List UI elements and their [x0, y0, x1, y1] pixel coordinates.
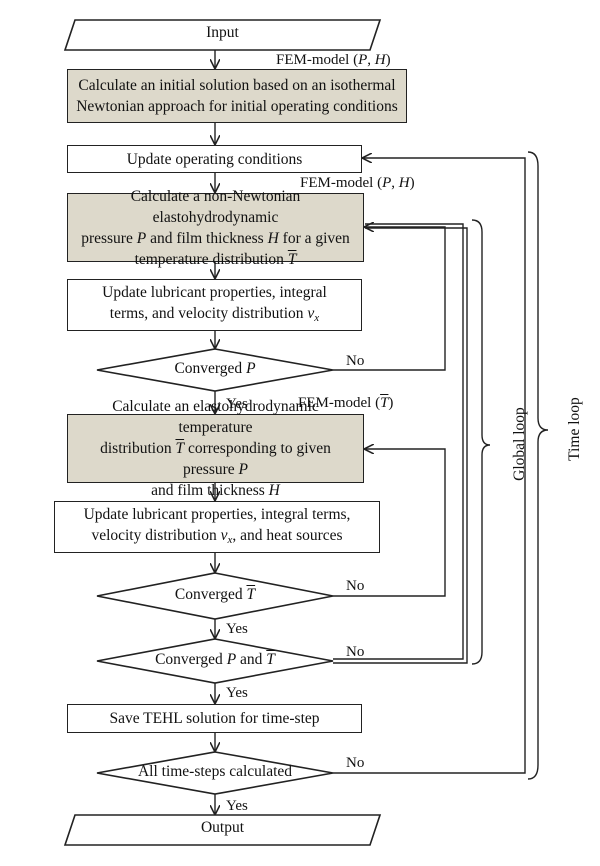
no-label-all-timesteps: No	[346, 755, 365, 771]
fem-model-ph-annotation-2: FEM-model (P, H)	[300, 175, 415, 191]
output-parallelogram	[63, 814, 382, 846]
update-props-2-line-2: velocity distribution vx, and heat sourc…	[91, 526, 343, 546]
yes-label-converged-pt: Yes	[226, 685, 248, 701]
input-label: Input	[206, 24, 239, 41]
non-newtonian-line-3: temperature distribution T	[134, 250, 297, 268]
save-solution-label: Save TEHL solution for time-step	[109, 710, 320, 727]
fem-model-ph-annotation-1: FEM-model (P, H)	[276, 52, 391, 68]
converged-t-label: Converged T	[174, 586, 256, 603]
output-label: Output	[200, 819, 245, 836]
yes-label-converged-t: Yes	[226, 621, 248, 637]
time-loop-label: Time loop	[566, 397, 583, 461]
fem-model-t-annotation: FEM-model (T)	[298, 395, 394, 411]
update-lubricant-properties-box-1: Update lubricant properties, integral te…	[67, 279, 362, 331]
update-props-1-line-1: Update lubricant properties, integral	[102, 283, 327, 301]
update-operating-conditions-label: Update operating conditions	[126, 150, 303, 168]
converged-p-label: Converged P	[174, 360, 256, 377]
yes-label-converged-p: Yes	[226, 396, 248, 412]
yes-label-all-timesteps: Yes	[226, 798, 248, 814]
no-label-converged-pt: No	[346, 644, 365, 660]
non-newtonian-calc-box: Calculate a non-Newtonian elastohydrodyn…	[67, 188, 364, 268]
global-loop-bracket	[471, 219, 491, 665]
non-newtonian-line-1: Calculate a non-Newtonian elastohydrodyn…	[130, 187, 301, 226]
input-parallelogram	[63, 19, 382, 51]
non-newtonian-line-2: pressure P and film thickness H for a gi…	[81, 229, 350, 247]
temperature-calc-line-1: Calculate an elastohydrodynamic temperat…	[112, 398, 319, 436]
initial-solution-line-2: Newtonian approach for initial operating…	[76, 98, 398, 115]
save-solution-box: Save TEHL solution for time-step	[67, 704, 362, 733]
update-lubricant-properties-box-2: Update lubricant properties, integral te…	[54, 501, 380, 553]
global-loop-label: Global loop	[511, 407, 528, 481]
update-operating-conditions-box: Update operating conditions	[67, 145, 362, 173]
time-loop-bracket	[527, 151, 549, 780]
temperature-calc-box: Calculate an elastohydrodynamic temperat…	[67, 398, 364, 499]
all-timesteps-label: All time-steps calculated	[137, 763, 293, 780]
temperature-calc-line-2: distribution T corresponding to given pr…	[100, 440, 331, 478]
initial-solution-box: Calculate an initial solution based on a…	[67, 69, 407, 123]
no-label-converged-p: No	[346, 353, 365, 369]
initial-solution-line-1: Calculate an initial solution based on a…	[78, 77, 396, 94]
update-props-2-line-1: Update lubricant properties, integral te…	[83, 505, 351, 523]
converged-p-and-t-label: Converged P and T	[155, 651, 275, 668]
update-props-1-line-2: terms, and velocity distribution vx	[109, 304, 320, 324]
temperature-calc-line-3: and film thickness H	[151, 482, 280, 499]
no-label-converged-t: No	[346, 578, 365, 594]
